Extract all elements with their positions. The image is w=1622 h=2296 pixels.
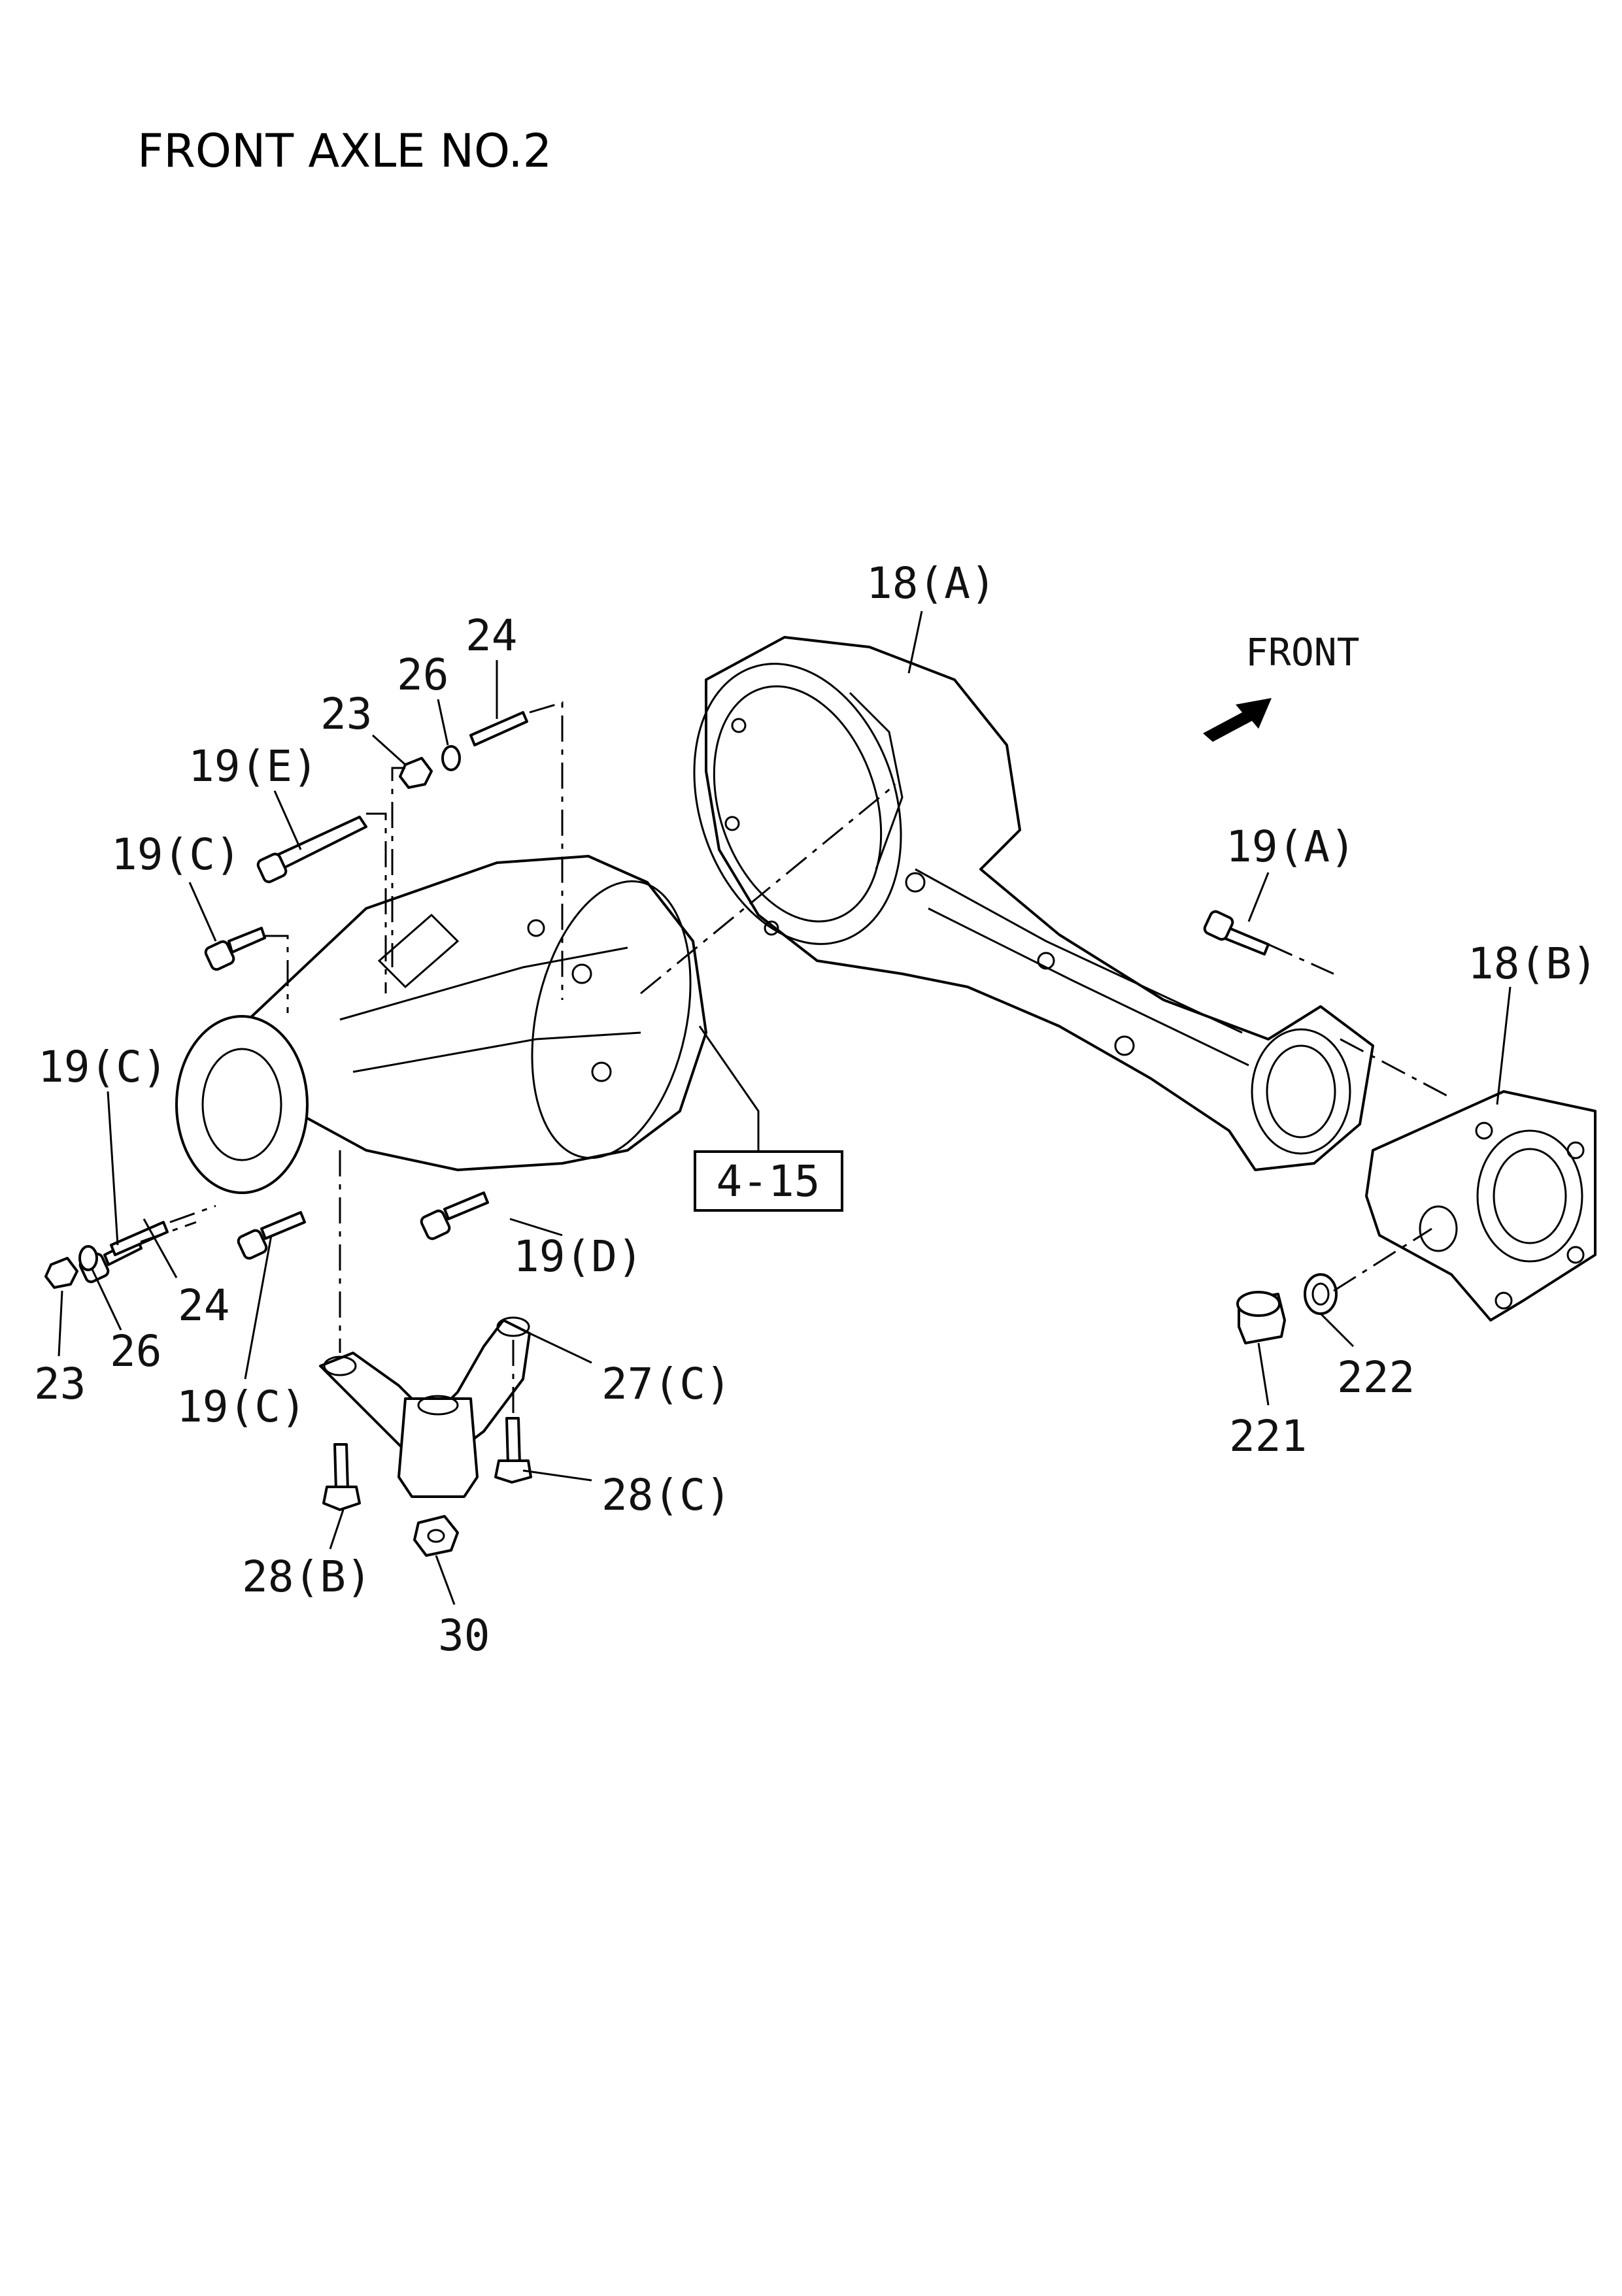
nut-23-top <box>399 757 433 789</box>
stud-24-top <box>469 711 528 746</box>
fastener-19d <box>420 1191 489 1240</box>
callout-24-bottom: 24 <box>178 1280 229 1331</box>
front-label: FRONT <box>1245 630 1360 674</box>
callout-221: 221 <box>1229 1411 1307 1461</box>
axle-end-18b <box>1365 1090 1597 1322</box>
callout-19d: 19(D) <box>513 1231 643 1282</box>
washer-222 <box>1304 1273 1338 1315</box>
leader-lines <box>58 610 1512 1605</box>
fastener-19c-bottom <box>237 1211 306 1260</box>
alignment-lines <box>140 701 1452 1418</box>
nut-30 <box>413 1515 459 1557</box>
callout-26-bottom: 26 <box>110 1326 161 1376</box>
callout-28c: 28(C) <box>601 1470 732 1520</box>
callout-19a: 19(A) <box>1226 822 1356 872</box>
washer-26-bottom <box>78 1245 98 1271</box>
callout-23-bottom: 23 <box>34 1359 86 1409</box>
reference-box-label: 4-15 <box>717 1156 820 1206</box>
callout-28b: 28(B) <box>242 1552 372 1602</box>
page-title: FRONT AXLE NO.2 <box>137 124 552 178</box>
nut-23-bottom <box>44 1257 78 1289</box>
callout-18a: 18(A) <box>866 558 996 608</box>
bolt-28c <box>494 1417 532 1484</box>
callout-27c: 27(C) <box>601 1359 732 1409</box>
callout-30: 30 <box>438 1610 490 1661</box>
callout-19c-left: 19(C) <box>38 1042 168 1092</box>
axle-housing-18a <box>693 636 1374 1171</box>
callout-26-top: 26 <box>397 650 448 700</box>
drain-plug-221 <box>1236 1291 1286 1344</box>
bolt-28b <box>322 1443 361 1511</box>
callout-222: 222 <box>1337 1352 1415 1403</box>
callout-19e: 19(E) <box>188 741 318 791</box>
fastener-19a <box>1203 910 1270 956</box>
front-arrow-icon <box>1203 698 1272 742</box>
callout-19c-bottom: 19(C) <box>177 1382 307 1432</box>
callout-18b: 18(B) <box>1468 939 1598 989</box>
washer-26-top <box>441 745 461 771</box>
callout-labels: 18(A) 18(B) 19(A) 19(E) 19(C) 19(C) 19(C… <box>34 558 1598 1661</box>
fastener-19e <box>256 816 367 884</box>
reference-box[interactable]: 4-15 <box>694 1150 843 1212</box>
callout-19c-top: 19(C) <box>111 829 241 880</box>
stud-24-bottom <box>110 1221 169 1256</box>
callout-24-top: 24 <box>465 610 517 661</box>
front-direction: FRONT <box>1203 630 1360 742</box>
fastener-19c-top <box>204 927 266 971</box>
differential-carrier <box>175 855 707 1194</box>
callout-23-top: 23 <box>320 689 372 739</box>
